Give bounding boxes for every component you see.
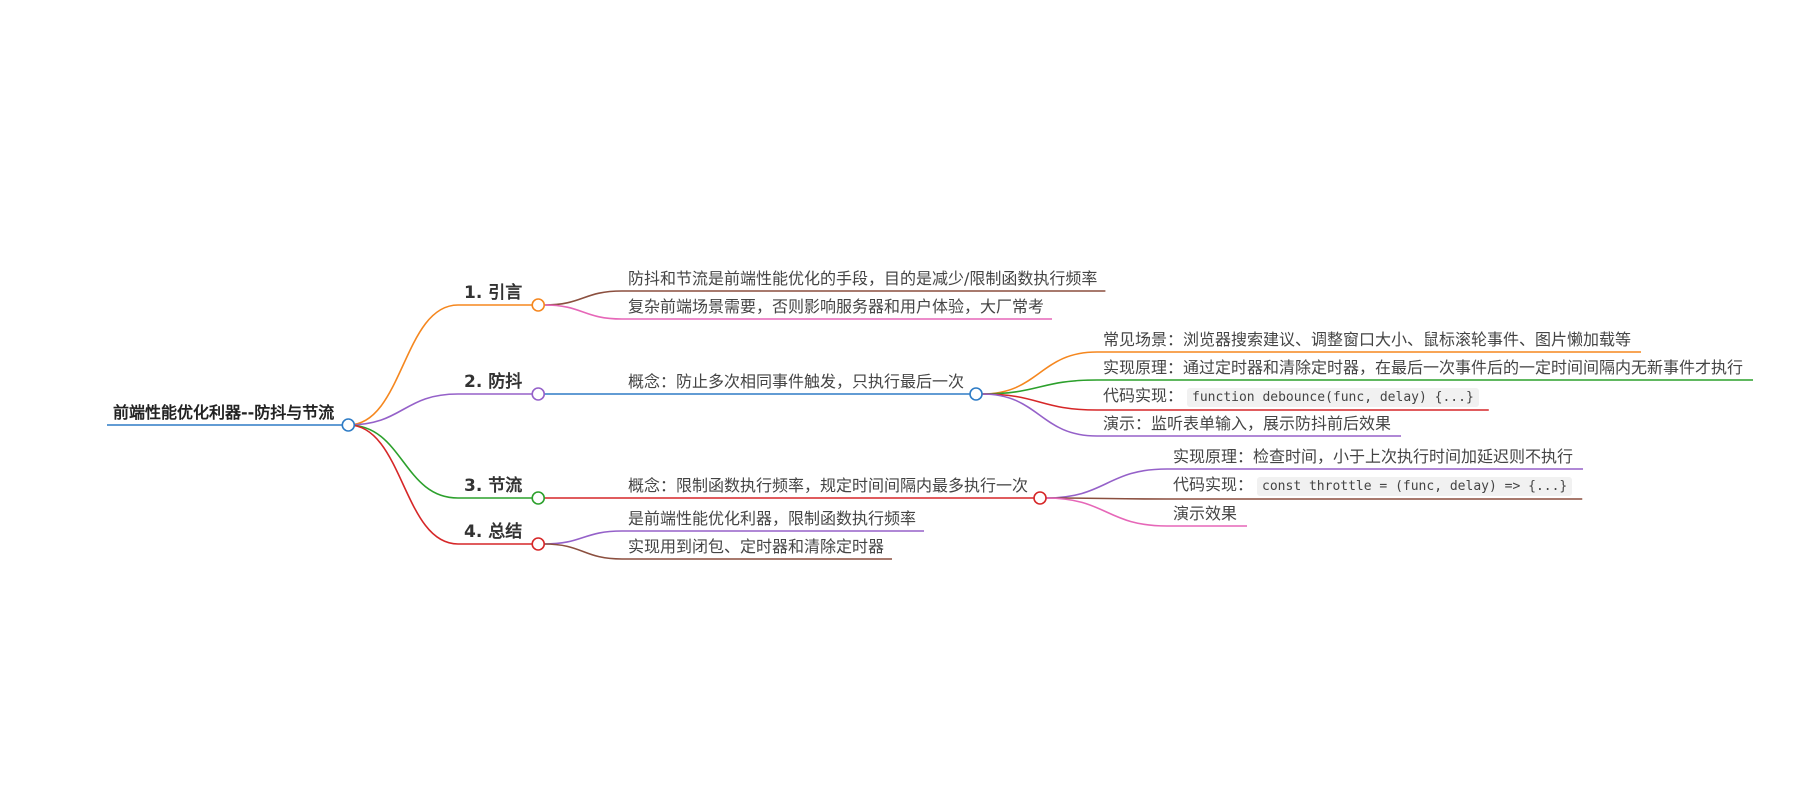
summary-leaf-impl-connector	[544, 543, 623, 560]
root-collapse-knob[interactable]	[341, 418, 356, 432]
debounce-concept[interactable]: 概念：防止多次相同事件触发，只执行最后一次	[628, 372, 965, 391]
branch-summary-collapse-knob[interactable]	[531, 537, 546, 551]
branch-throttle[interactable]: 3. 节流	[464, 476, 523, 496]
debounce-leaf-scenarios[interactable]: 常见场景：浏览器搜索建议、调整窗口大小、鼠标滚轮事件、图片懒加载等	[1103, 330, 1632, 349]
throttle-code-snippet: const throttle = (func, delay) => {...}	[1257, 477, 1573, 496]
throttle-leaf-principle[interactable]: 实现原理：检查时间，小于上次执行时间加延迟则不执行	[1173, 447, 1574, 466]
branch-summary-connector	[348, 424, 459, 545]
branch-debounce-connector	[348, 393, 459, 426]
throttle-leaf-demo[interactable]: 演示效果	[1173, 504, 1238, 523]
throttle-leaf-code-connector	[1046, 497, 1168, 500]
branch-summary[interactable]: 4. 总结	[464, 522, 523, 542]
intro-leaf-purpose[interactable]: 防抖和节流是前端性能优化的手段，目的是减少/限制函数执行频率	[628, 269, 1098, 288]
debounce-leaf-code-connector	[982, 393, 1098, 411]
debounce-code-label: 代码实现：	[1103, 386, 1184, 405]
summary-leaf-tool[interactable]: 是前端性能优化利器，限制函数执行频率	[628, 509, 917, 528]
throttle-code-label: 代码实现：	[1173, 475, 1254, 494]
throttle-leaf-code[interactable]: 代码实现：const throttle = (func, delay) => {…	[1173, 475, 1573, 497]
debounce-code-snippet: function debounce(func, delay) {...}	[1187, 388, 1479, 407]
debounce-leaf-demo[interactable]: 演示：监听表单输入，展示防抖前后效果	[1103, 414, 1392, 433]
summary-leaf-impl[interactable]: 实现用到闭包、定时器和清除定时器	[628, 537, 885, 556]
throttle-leaf-demo-connector	[1046, 497, 1168, 527]
branch-throttle-connector	[348, 424, 459, 499]
debounce-leaf-scenarios-connector	[982, 351, 1098, 395]
throttle-concept-collapse-knob[interactable]	[1033, 491, 1047, 505]
debounce-leaf-principle-connector	[982, 379, 1098, 395]
branch-intro[interactable]: 1. 引言	[464, 283, 523, 303]
throttle-concept[interactable]: 概念：限制函数执行频率，规定时间间隔内最多执行一次	[628, 476, 1029, 495]
intro-leaf-purpose-connector	[544, 290, 623, 306]
branch-intro-connector	[348, 304, 459, 426]
branch-debounce[interactable]: 2. 防抖	[464, 372, 523, 392]
branch-debounce-collapse-knob[interactable]	[531, 387, 546, 401]
summary-leaf-tool-connector	[544, 530, 623, 545]
intro-leaf-necessity-connector	[544, 304, 623, 320]
branch-intro-collapse-knob[interactable]	[531, 298, 546, 312]
branch-throttle-collapse-knob[interactable]	[531, 491, 546, 505]
debounce-leaf-code[interactable]: 代码实现：function debounce(func, delay) {...…	[1103, 386, 1479, 408]
debounce-concept-collapse-knob[interactable]	[969, 387, 983, 401]
debounce-leaf-principle[interactable]: 实现原理：通过定时器和清除定时器，在最后一次事件后的一定时间间隔内无新事件才执行	[1103, 358, 1744, 377]
root-topic[interactable]: 前端性能优化利器--防抖与节流	[113, 403, 335, 422]
intro-leaf-necessity[interactable]: 复杂前端场景需要，否则影响服务器和用户体验，大厂常考	[628, 297, 1045, 316]
debounce-leaf-demo-connector	[982, 393, 1098, 437]
throttle-leaf-principle-connector	[1046, 468, 1168, 499]
